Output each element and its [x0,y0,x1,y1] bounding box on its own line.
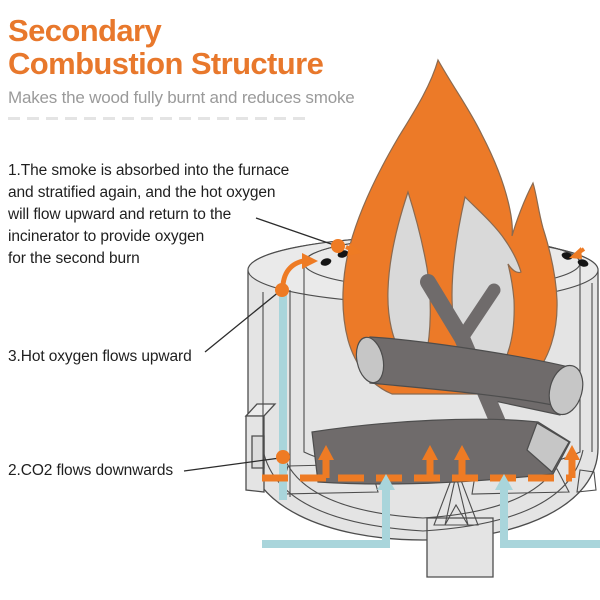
annotation-hot-oxygen-upward: 3.Hot oxygen flows upward [8,348,192,365]
hole-right-b [577,259,589,267]
hole-left-a [320,258,332,266]
leader-note2 [183,457,281,472]
wall-lines [262,283,593,497]
base-up-arrows [318,445,580,478]
marker-dot-channel-bottom [276,450,290,464]
leader-note1 [255,217,335,246]
leader-note3 [204,290,281,353]
deflector-cone [433,465,479,526]
marker-dot-channel-top [275,283,289,297]
firewood-logs [311,274,584,485]
air-intake-flow [262,474,600,548]
annotation-co2-downwards: 2.CO2 flows downwards [8,462,174,479]
intake-left [262,487,390,548]
dashed-divider [8,117,311,120]
page-subtitle: Makes the wood fully burnt and reduces s… [8,88,355,107]
annotation-leaders [183,217,345,472]
hot-oxygen-flow [262,243,586,482]
title-line-1: Secondary [8,13,162,48]
intake-right [500,487,600,548]
annotation-smoke-absorbed: 1.The smoke is absorbed into the furnace… [8,162,290,267]
page-title: Secondary Combustion Structure [8,13,324,82]
marker-dot-holes [331,239,345,253]
side-bracket [244,403,277,493]
vent-slot-far-right [576,469,597,493]
log-end-cap-right [548,364,584,416]
pedestal-base [426,517,494,578]
title-line-2: Combustion Structure [8,46,324,82]
log-front [311,418,571,485]
